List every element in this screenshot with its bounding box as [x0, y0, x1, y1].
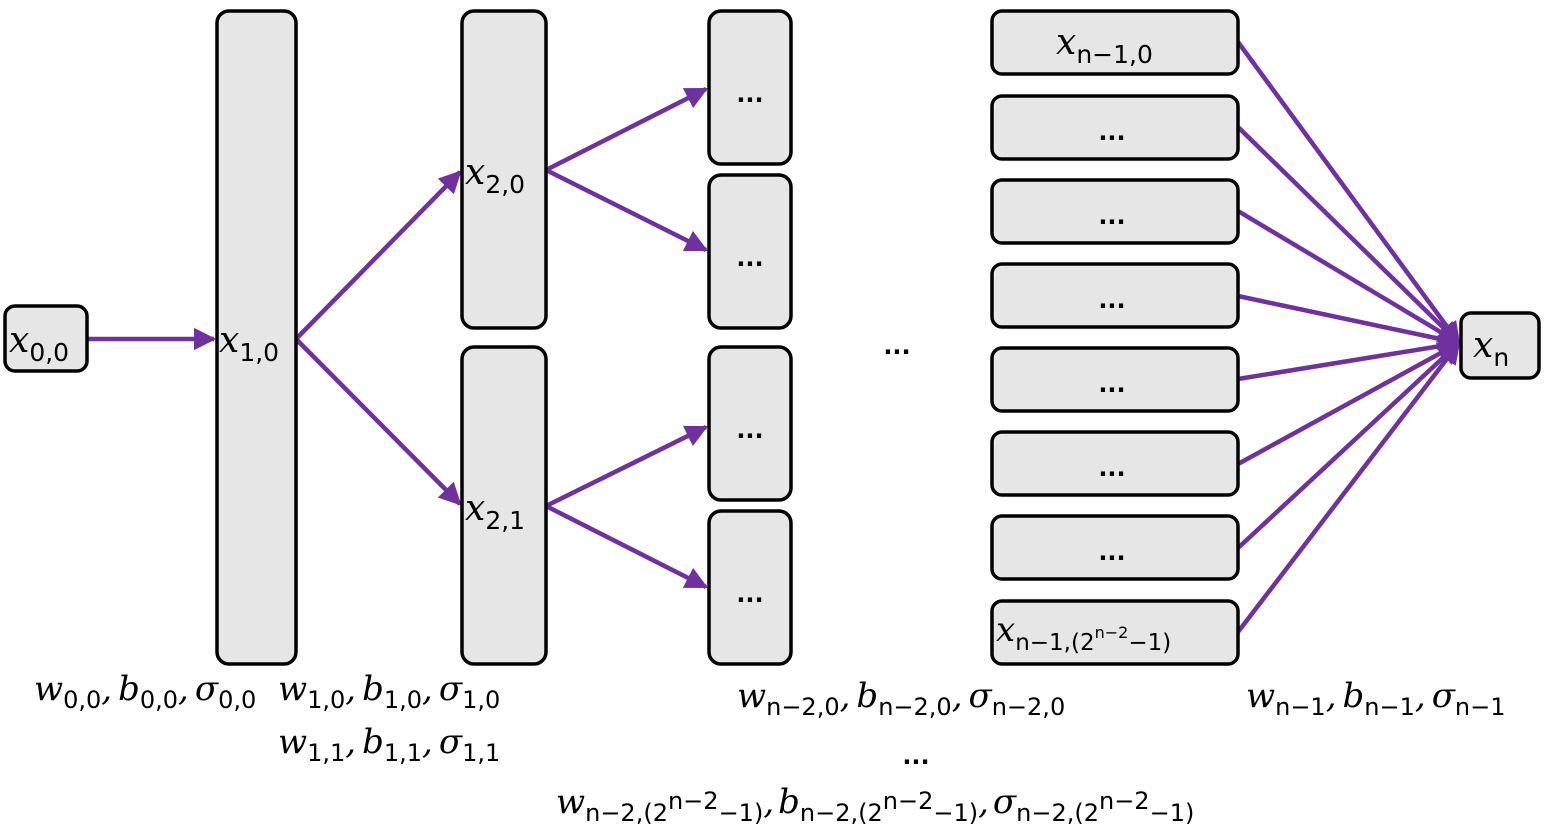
- node-x20-label: x2,0: [465, 152, 525, 199]
- params-layer-n2-0: wn−2,0,bn−2,0,σn−2,0: [737, 676, 1065, 721]
- node-last-1-ellipsis: ...: [1098, 118, 1125, 146]
- edge-last-6-xn: [1236, 341, 1461, 550]
- node-last-6: ...: [990, 514, 1240, 581]
- node-layer3-1-ellipsis: ...: [736, 244, 763, 272]
- params-layer-n2-last: wn−2,(2n−2−1),bn−2,(2n−2−1),σn−2,(2n−2−1…: [556, 782, 1194, 827]
- node-last-5-ellipsis: ...: [1098, 454, 1125, 482]
- node-xn-label: xn: [1473, 325, 1509, 372]
- node-layer3-2-ellipsis: ...: [736, 416, 763, 444]
- node-x10: x1,0: [215, 9, 298, 666]
- edge-last-7-xn: [1236, 341, 1461, 634]
- node-x10-label: x1,0: [219, 320, 279, 367]
- node-last-1: ...: [990, 94, 1240, 161]
- node-last-3: ...: [990, 262, 1240, 329]
- node-layer3-2: ...: [707, 345, 793, 502]
- node-last-3-ellipsis: ...: [1098, 286, 1125, 314]
- params-layer1-0: w1,0,b1,0,σ1,0: [278, 669, 500, 714]
- node-layer3-3: ...: [707, 509, 793, 666]
- node-xn10-label: xn−1,0: [1056, 22, 1153, 69]
- edge-last-2-xn: [1236, 209, 1461, 345]
- node-x00: x0,0: [3, 304, 89, 373]
- params-layer-n1: wn−1,bn−1,σn−1: [1246, 676, 1506, 721]
- edge-x10-x21: [294, 337, 462, 506]
- edge-x21-node3c: [545, 424, 709, 509]
- edge-x20-node3a: [544, 86, 709, 173]
- layers-ellipsis: ...: [883, 332, 910, 360]
- edge-last-3-xn: [1237, 293, 1462, 350]
- node-last-2-ellipsis: ...: [1098, 202, 1125, 230]
- edge-last-1-xn: [1236, 125, 1461, 345]
- node-xn10: xn−1,0: [990, 9, 1240, 76]
- node-last-6-ellipsis: ...: [1098, 538, 1125, 566]
- node-last-4: ...: [990, 346, 1240, 413]
- edge-x10-x20: [294, 170, 462, 341]
- edge-x21-node3d: [544, 503, 709, 590]
- node-layer3-0: ...: [707, 9, 793, 166]
- node-layer3-0-ellipsis: ...: [736, 80, 763, 108]
- node-x20: x2,0: [460, 9, 548, 330]
- edge-last-4-xn: [1237, 335, 1462, 382]
- node-xnlast: xn−1,(2n−2−1): [990, 599, 1240, 666]
- node-x00-label: x0,0: [9, 320, 69, 367]
- node-last-2: ...: [990, 178, 1240, 245]
- node-layer3-3-ellipsis: ...: [736, 580, 763, 608]
- node-layer3-1: ...: [707, 173, 793, 330]
- params-layer1-1: w1,1,b1,1,σ1,1: [278, 722, 500, 767]
- node-xnlast-label: xn−1,(2n−2−1): [996, 610, 1171, 656]
- node-last-5: ...: [990, 430, 1240, 497]
- node-xn: xn: [1459, 311, 1541, 380]
- params-layer0: w0,0,b0,0,σ0,0: [34, 669, 256, 714]
- edges: [87, 40, 1462, 634]
- edge-last-0-xn: [1236, 40, 1461, 345]
- node-x21: x2,1: [460, 345, 548, 666]
- node-last-4-ellipsis: ...: [1098, 370, 1125, 398]
- params-ellipsis: ...: [902, 742, 929, 770]
- node-x21-label: x2,1: [465, 488, 525, 535]
- edge-x20-node3b: [544, 167, 709, 253]
- edge-last-5-xn: [1236, 341, 1461, 466]
